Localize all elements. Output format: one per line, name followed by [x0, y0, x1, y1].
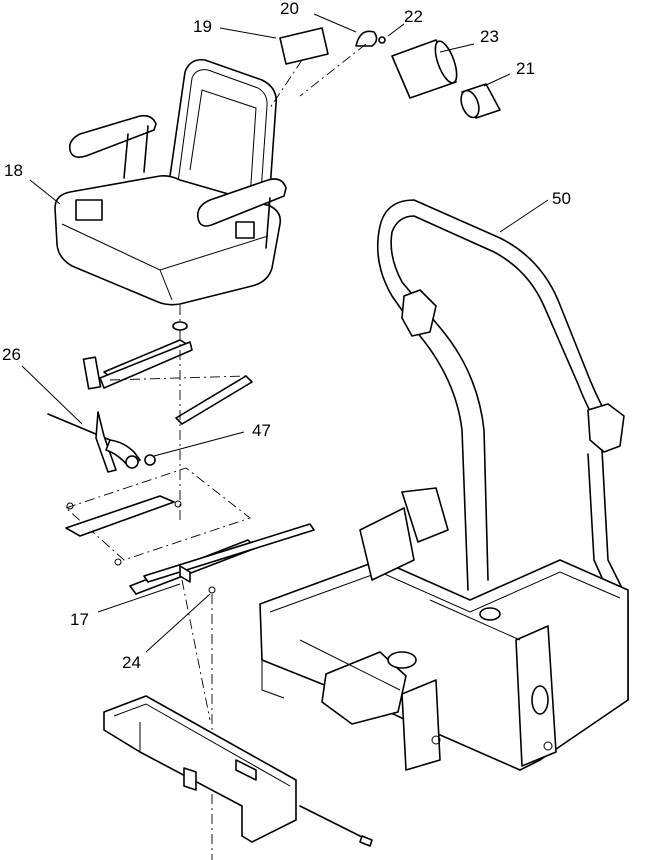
- callout-19: 19: [193, 17, 212, 36]
- callout-47: 47: [252, 421, 271, 440]
- seat-assembly: [54, 58, 287, 331]
- seat-base-bracket: [103, 695, 373, 847]
- callout-18: 18: [4, 161, 23, 180]
- callout-23: 23: [480, 27, 499, 46]
- callout-17: 17: [70, 610, 89, 629]
- callout-50: 50: [552, 189, 571, 208]
- callout-26: 26: [2, 345, 21, 364]
- mower-frame: [259, 487, 629, 771]
- callout-24: 24: [122, 653, 141, 672]
- seat-slide-track: [47, 330, 253, 520]
- seat-mount-plate: [65, 467, 315, 860]
- callout-20: 20: [280, 0, 299, 18]
- callout-21: 21: [516, 59, 535, 78]
- seat-switch-parts: [269, 27, 501, 119]
- leader-lines: [21, 13, 549, 653]
- callout-22: 22: [404, 7, 423, 26]
